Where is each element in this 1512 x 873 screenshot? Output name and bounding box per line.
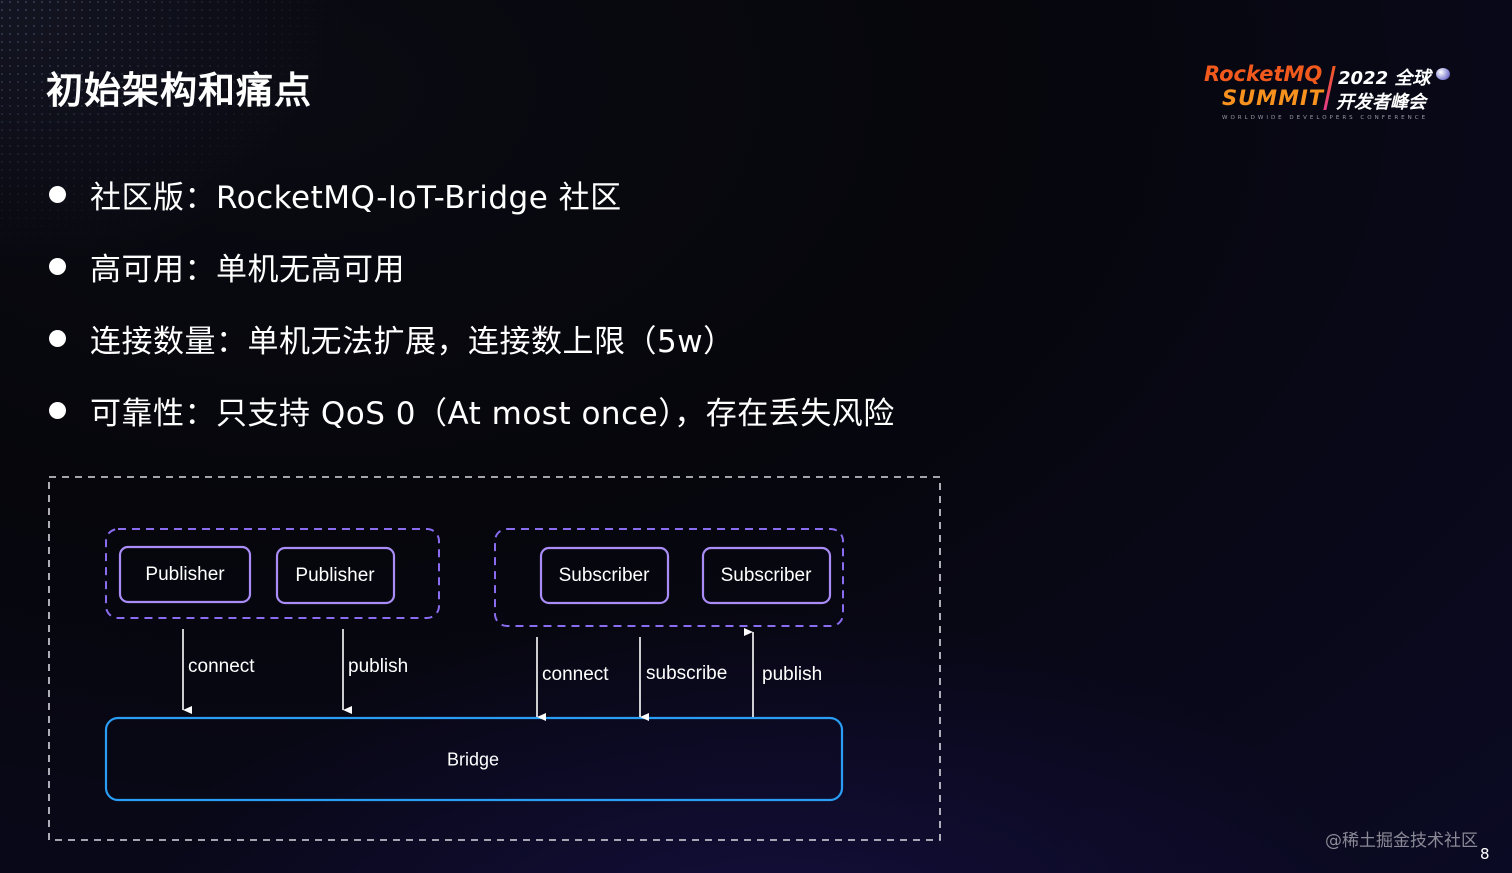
logo-rocketmq-text: RocketMQ — [1204, 62, 1323, 86]
slide-title: 初始架构和痛点 — [46, 69, 312, 112]
subscriber-group — [494, 528, 844, 627]
subscriber-node-2 — [701, 546, 832, 605]
bullet-list: 社区版：RocketMQ-IoT-Bridge 社区 高可用：单机无高可用 连接… — [46, 158, 895, 446]
edge-label-pub1-connect: connect — [188, 656, 255, 677]
bullet-dot-icon — [49, 185, 66, 203]
bullet-text: 社区版：RocketMQ-IoT-Bridge 社区 — [90, 179, 622, 216]
edge-label-sub-connect: connect — [542, 664, 609, 685]
bullet-dot-icon — [49, 329, 66, 347]
subscriber-node-2-label: Subscriber — [720, 565, 812, 586]
bullet-item: 连接数量：单机无法扩展，连接数上限（5w） — [46, 302, 895, 374]
publisher-node-1 — [118, 545, 252, 604]
publisher-node-1-label: Publisher — [145, 564, 225, 585]
bullet-item: 社区版：RocketMQ-IoT-Bridge 社区 — [46, 158, 895, 230]
edge-label-sub-publish: publish — [762, 664, 823, 685]
decorative-dot-pattern — [0, 0, 360, 260]
logo-summit-text: SUMMIT — [1222, 86, 1325, 110]
bridge-node — [104, 716, 844, 802]
bullet-text: 高可用：单机无高可用 — [90, 251, 405, 288]
watermark: @稀土掘金技术社区 — [1325, 831, 1478, 851]
edge-label-pub2-publish: publish — [348, 656, 409, 677]
logo-conference-text: 开发者峰会 — [1336, 92, 1426, 113]
bullet-item: 高可用：单机无高可用 — [46, 230, 895, 302]
logo-year-text: 2022 全球 — [1338, 68, 1431, 89]
bullet-dot-icon — [49, 257, 66, 275]
bullet-text: 连接数量：单机无法扩展，连接数上限（5w） — [90, 323, 735, 360]
bullet-dot-icon — [49, 401, 66, 419]
outer-boundary — [48, 476, 941, 841]
rocketmq-summit-logo: RocketMQ SUMMIT 2022 全球 开发者峰会 WORLDWIDE … — [1200, 62, 1460, 126]
bullet-text: 可靠性：只支持 QoS 0（At most once），存在丢失风险 — [90, 395, 895, 432]
logo-subtitle: WORLDWIDE DEVELOPERS CONFERENCE — [1222, 115, 1429, 121]
planet-icon — [1436, 68, 1450, 80]
subscriber-node-1 — [539, 546, 670, 605]
page-number: 8 — [1480, 845, 1490, 863]
publisher-group — [105, 528, 440, 619]
publisher-node-2-label: Publisher — [295, 565, 375, 586]
publisher-node-2 — [275, 546, 396, 605]
subscriber-node-1-label: Subscriber — [558, 565, 650, 586]
edge-label-sub-subscribe: subscribe — [646, 663, 728, 684]
bridge-node-label: Bridge — [446, 749, 500, 770]
bullet-item: 可靠性：只支持 QoS 0（At most once），存在丢失风险 — [46, 374, 895, 446]
